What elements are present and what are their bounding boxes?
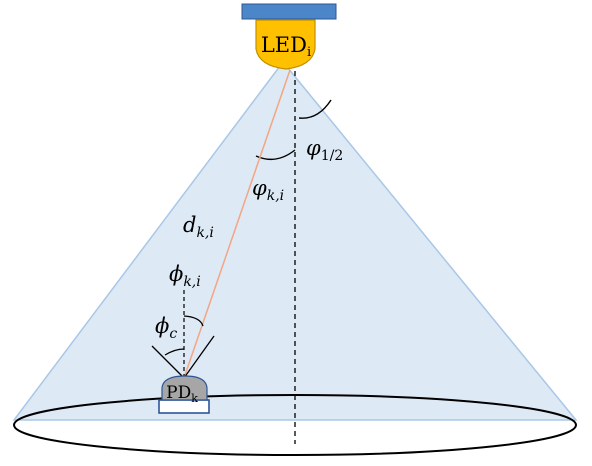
incidence-angle-arc [183, 315, 204, 327]
pd-dome [161, 375, 208, 401]
fov-left-line [151, 345, 185, 379]
photodiode-icon: PDk [158, 375, 210, 414]
pd-label-main: PD [166, 383, 191, 403]
pd-label-sub: k [191, 392, 198, 405]
led-label-sub: i [307, 45, 311, 60]
irradiance-angle-label: φk,i [252, 176, 284, 204]
led-body [255, 19, 316, 70]
fov-label: ϕc [155, 314, 177, 342]
led-lamp-icon: LEDi [241, 3, 337, 70]
half-angle-label: φ1/2 [306, 136, 343, 164]
incidence-angle-label: ϕk,i [169, 262, 201, 290]
light-ray-line [183, 69, 291, 379]
fov-right-line [183, 335, 215, 379]
distance-label: dk,i [183, 213, 214, 241]
half-angle-arc [298, 99, 332, 119]
fov-angle-arc [164, 348, 185, 356]
led-label: LEDi [261, 33, 311, 60]
light-cone [12, 60, 578, 421]
led-label-main: LED [261, 33, 307, 57]
led-mount-plate [241, 3, 337, 20]
pd-label: PDk [166, 383, 198, 405]
